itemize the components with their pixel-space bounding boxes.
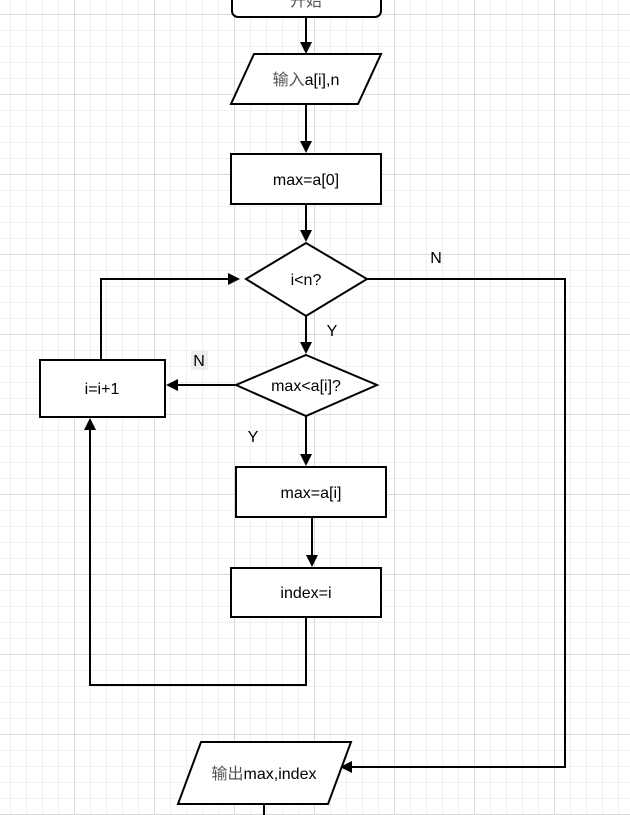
compare-label: max<a[i]? — [271, 378, 341, 395]
compare-yes-label: Y — [248, 429, 259, 446]
arrowhead-loop-back — [228, 273, 240, 285]
loop-yes-label: Y — [327, 323, 338, 340]
assign-index-node[interactable]: index=i — [230, 567, 382, 618]
increment-label: i=i+1 — [85, 381, 120, 398]
compare-node[interactable]: max<a[i]? — [233, 353, 380, 418]
edge-index-to-increment — [89, 430, 307, 686]
loop-check-node[interactable]: i<n? — [244, 241, 369, 318]
output-node[interactable]: 输出max,index — [176, 741, 353, 805]
assign-max-node[interactable]: max=a[i] — [235, 466, 387, 518]
compare-no-label: N — [193, 353, 205, 370]
arrowhead-assign-max — [300, 454, 312, 466]
loop-check-label: i<n? — [291, 272, 322, 289]
arrowhead-output — [340, 761, 352, 773]
input-node[interactable]: 输入a[i],n — [229, 53, 383, 105]
init-node[interactable]: max=a[0] — [230, 153, 382, 205]
edge-loop-check-no — [352, 278, 566, 768]
arrowhead-loop-check — [300, 230, 312, 242]
arrowhead-input — [300, 42, 312, 54]
assign-max-label: max=a[i] — [281, 485, 342, 502]
arrowhead-assign-index — [306, 555, 318, 567]
start-node[interactable]: 开始 — [231, 0, 382, 18]
input-label: 输入a[i],n — [273, 70, 340, 89]
edge-increment-loop-back — [100, 278, 229, 360]
start-label: 开始 — [290, 0, 322, 10]
increment-node[interactable]: i=i+1 — [39, 359, 166, 418]
compare-no-label-bg — [191, 351, 208, 370]
arrowhead-increment-bottom — [84, 418, 96, 430]
arrowhead-init — [300, 141, 312, 153]
loop-no-label: N — [430, 250, 442, 267]
output-label: 输出max,index — [212, 764, 317, 783]
arrowhead-compare — [300, 342, 312, 354]
init-label: max=a[0] — [273, 172, 339, 189]
arrowhead-increment — [166, 379, 178, 391]
assign-index-label: index=i — [280, 585, 331, 602]
